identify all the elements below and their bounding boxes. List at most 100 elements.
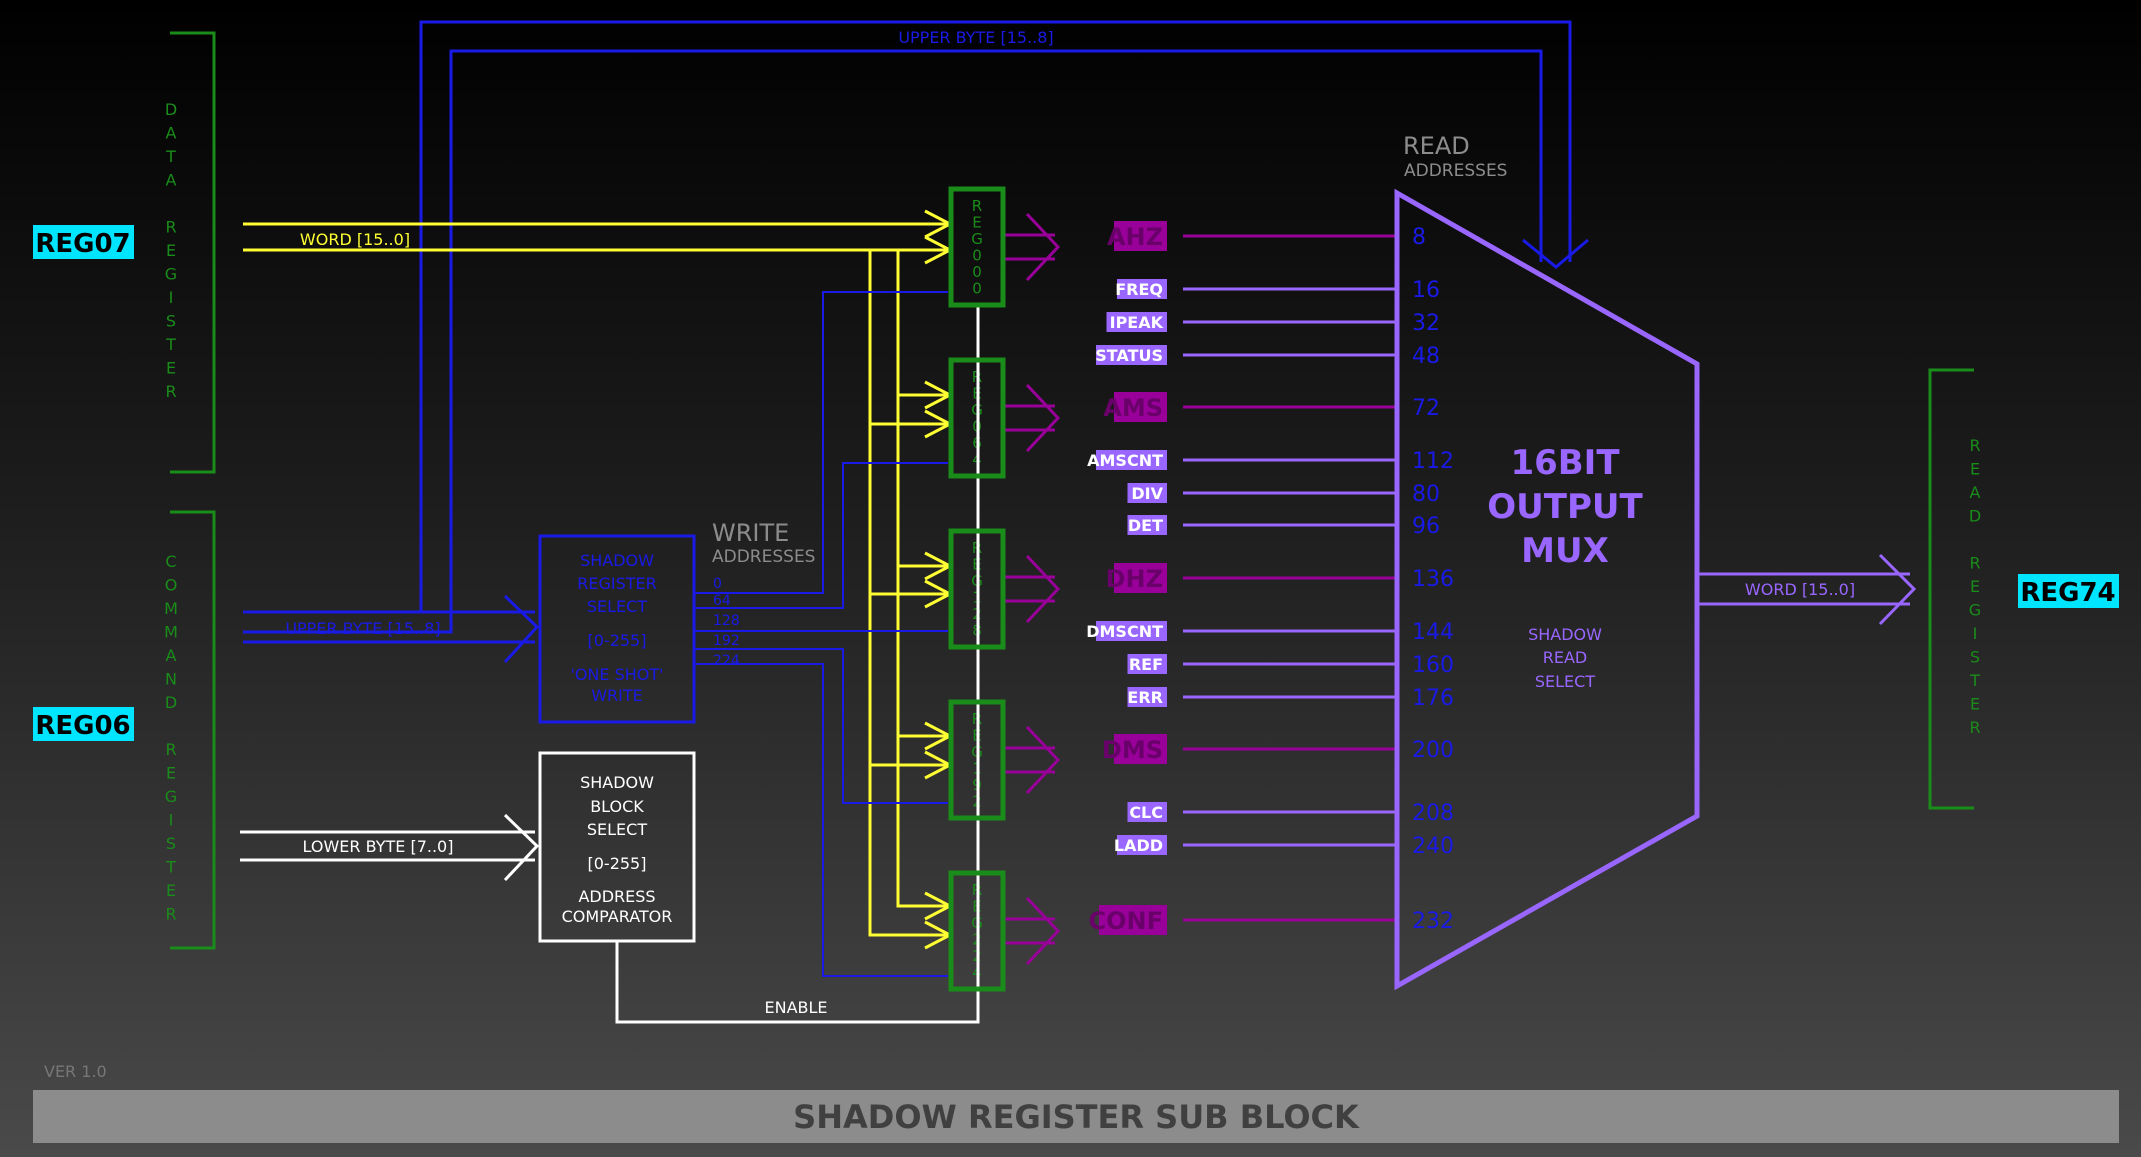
- footer-title: SHADOW REGISTER SUB BLOCK: [793, 1098, 1360, 1136]
- svg-text:REG06: REG06: [35, 711, 130, 741]
- reg74-label: REG74: [2018, 574, 2119, 608]
- output-mux: [1394, 188, 1700, 991]
- signal-address: 136: [1412, 567, 1454, 592]
- lower-byte-bus: [240, 813, 540, 882]
- word-out-bus: [1697, 553, 1917, 626]
- signal-ladd: LADD 240: [1114, 834, 1454, 859]
- upper-byte-cmd-label: UPPER BYTE [15..8]: [285, 619, 440, 638]
- shadow-register-select-line: WRITE: [591, 686, 643, 705]
- shadow-register-frame: [948, 186, 1006, 308]
- signal-dhz: DHZ 136: [1106, 563, 1454, 593]
- signal-name: LADD: [1114, 836, 1163, 855]
- signal-name: CLC: [1129, 803, 1163, 822]
- shadow-register-select-line: 'ONE SHOT': [570, 665, 663, 684]
- mux-title-line: OUTPUT: [1487, 487, 1643, 527]
- signal-name: AHZ: [1107, 223, 1163, 251]
- signal-address: 208: [1412, 801, 1454, 826]
- read-title: READ: [1403, 132, 1470, 160]
- shadow-register-frame: [948, 528, 1006, 650]
- mux-sub-line: SHADOW: [1528, 625, 1602, 644]
- write-subtitle: ADDRESSES: [712, 547, 815, 567]
- shadow-block-select-line: BLOCK: [590, 797, 644, 816]
- write-address: 0: [713, 576, 722, 592]
- signal-address: 80: [1412, 482, 1440, 507]
- mux-title-line: 16BIT: [1510, 443, 1620, 483]
- signal-name: FREQ: [1115, 280, 1163, 299]
- signal-name: CONF: [1089, 907, 1164, 935]
- upper-byte-cmd-bus: [243, 594, 540, 664]
- reg07-label: REG07: [33, 225, 134, 259]
- signal-address: 160: [1412, 653, 1454, 678]
- upper-byte-top-bus: [243, 20, 1589, 634]
- lower-byte-label: LOWER BYTE [7..0]: [303, 837, 454, 856]
- mux-title-line: MUX: [1521, 531, 1609, 571]
- mux-sub-line: READ: [1543, 648, 1588, 667]
- shadow-block-select-line: [0-255]: [588, 854, 647, 873]
- write-address: 224: [713, 653, 740, 669]
- write-addresses: 064 128 192 224: [713, 576, 740, 669]
- shadow-block-select-line: SELECT: [587, 820, 647, 839]
- footer-bar: [33, 1090, 2119, 1143]
- word-in-bus: [243, 222, 948, 937]
- signal-name: AMSCNT: [1087, 451, 1163, 470]
- svg-text:REG74: REG74: [2020, 578, 2115, 608]
- yellow-arrowheads: [924, 209, 954, 950]
- signal-address: 16: [1412, 278, 1440, 303]
- svg-text:REG07: REG07: [35, 229, 130, 259]
- command-register-bracket: [170, 510, 216, 950]
- signal-address: 200: [1412, 738, 1454, 763]
- shadow-register-select-line: REGISTER: [577, 574, 657, 593]
- shadow-register-select-text: SHADOW REGISTER SELECT [0-255] 'ONE SHOT' WRI…: [570, 551, 663, 705]
- signal-name: DHZ: [1106, 565, 1163, 593]
- write-address: 64: [713, 593, 731, 609]
- shadow-register-select-line: SHADOW: [580, 551, 654, 570]
- read-subtitle: ADDRESSES: [1404, 161, 1507, 181]
- shadow-block-select-line: ADDRESS: [578, 887, 655, 906]
- signal-dmscnt: DMSCNT 144: [1086, 620, 1454, 645]
- shadow-register-select-block: [538, 534, 696, 724]
- signal-address: 144: [1412, 620, 1454, 645]
- write-address: 192: [713, 633, 740, 649]
- signal-address: 112: [1412, 449, 1454, 474]
- signal-address: 32: [1412, 311, 1440, 336]
- write-title: WRITE: [712, 519, 789, 547]
- shadow-register-frame: [948, 870, 1006, 992]
- shadow-register-frame: [948, 699, 1006, 821]
- shadow-register-select-line: [0-255]: [588, 631, 647, 650]
- shadow-block-select-line: COMPARATOR: [562, 907, 673, 926]
- reg06-label: REG06: [33, 707, 134, 741]
- signal-div: DIV 80: [1127, 482, 1440, 507]
- signal-err: ERR 176: [1127, 686, 1454, 711]
- signal-name: ERR: [1127, 688, 1163, 707]
- signal-address: 96: [1412, 514, 1440, 539]
- signal-name: STATUS: [1095, 346, 1163, 365]
- shadow-registers: REG000REG064REG128REG192REG224: [948, 186, 1061, 1022]
- write-address: 128: [713, 613, 740, 629]
- signal-ref: REF 160: [1127, 653, 1454, 678]
- signal-address: 176: [1412, 686, 1454, 711]
- signal-name: REF: [1129, 655, 1163, 674]
- shadow-block-select-text: SHADOWBLOCKSELECT[0-255]ADDRESSCOMPARATO…: [562, 773, 673, 926]
- signal-name: DMSCNT: [1086, 622, 1163, 641]
- shadow-register-select-line: SELECT: [587, 597, 647, 616]
- signal-name: DIV: [1131, 484, 1163, 503]
- signal-address: 240: [1412, 834, 1454, 859]
- upper-byte-top-label: UPPER BYTE [15..8]: [898, 28, 1053, 47]
- mux-sub-line: SELECT: [1535, 672, 1595, 691]
- enable-label: ENABLE: [764, 998, 827, 1017]
